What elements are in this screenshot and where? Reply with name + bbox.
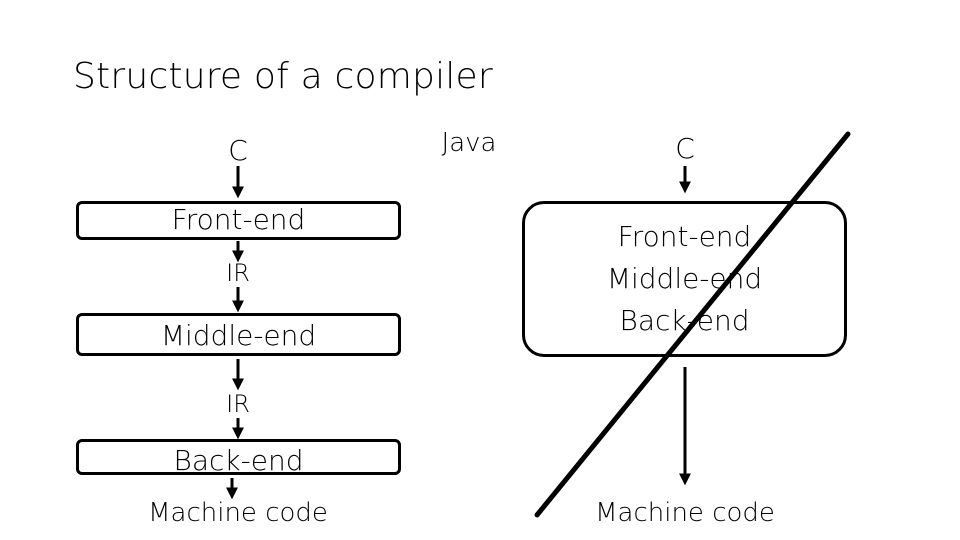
left-ir-label-2: IR (226, 390, 250, 418)
left-middle-end-label: Middle-end (160, 319, 317, 352)
slide-title: Structure of a compiler (73, 56, 493, 97)
right-input-label: C (675, 132, 695, 165)
left-front-end-label: Front-end (171, 203, 306, 236)
left-input-label: C (228, 134, 248, 167)
strike-through-line (534, 131, 851, 518)
left-ir-label-1: IR (226, 259, 250, 287)
left-output-label: Machine code (148, 498, 328, 528)
left-middle-end-box: Middle-end (76, 313, 401, 356)
left-back-end-label: Back-end (173, 444, 304, 477)
right-front-end-label: Front-end (617, 220, 752, 253)
java-label: Java (441, 128, 497, 158)
right-output-label: Machine code (595, 498, 775, 528)
left-front-end-box: Front-end (76, 201, 401, 240)
left-back-end-box: Back-end (76, 439, 401, 477)
